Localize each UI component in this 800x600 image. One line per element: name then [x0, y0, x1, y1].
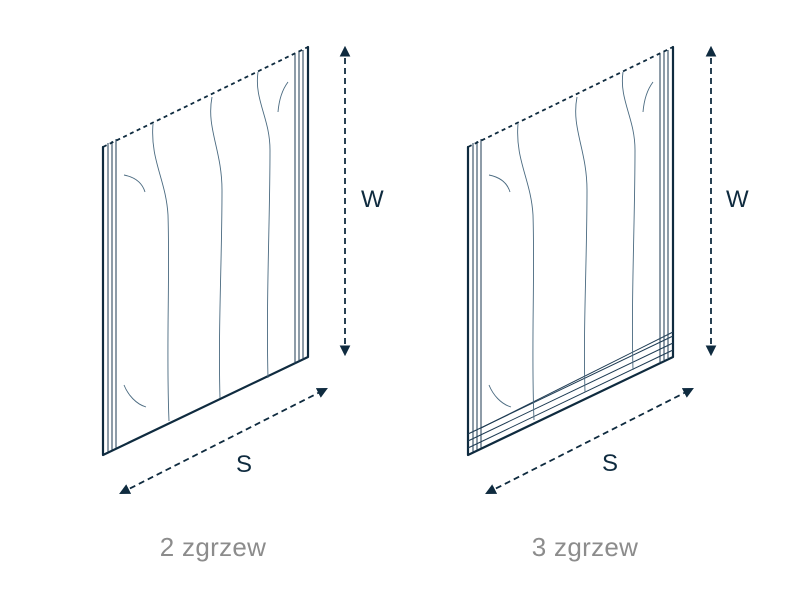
bag-outline — [466, 45, 675, 457]
open-top-edge — [467, 46, 674, 148]
film-crease — [621, 71, 636, 371]
open-top-edge — [102, 46, 309, 148]
bag-outline — [101, 45, 310, 457]
film-crease — [152, 123, 170, 422]
width-dimension-arrow — [485, 388, 694, 494]
film-crease — [575, 96, 588, 393]
bag-2-seals: W S — [101, 45, 384, 494]
width-dimension-arrow — [119, 388, 328, 494]
film-crease — [488, 384, 512, 408]
caption-3-seals: 3 zgrzew — [531, 532, 639, 562]
bottom-seal-line — [480, 331, 674, 429]
bottom-seal-line — [467, 342, 674, 442]
film-crease — [123, 384, 147, 408]
height-label: W — [726, 186, 749, 213]
width-label: S — [236, 451, 252, 478]
height-label: W — [361, 186, 384, 213]
film-crease — [256, 71, 271, 379]
width-label: S — [602, 450, 618, 477]
film-crease — [517, 123, 535, 421]
caption-2-seals: 2 zgrzew — [159, 532, 267, 562]
film-crease — [488, 174, 511, 193]
bag-3-seals: W S — [466, 45, 749, 494]
film-crease — [123, 174, 146, 193]
film-crease — [210, 96, 223, 399]
film-crease — [277, 81, 289, 113]
film-crease — [642, 81, 654, 113]
